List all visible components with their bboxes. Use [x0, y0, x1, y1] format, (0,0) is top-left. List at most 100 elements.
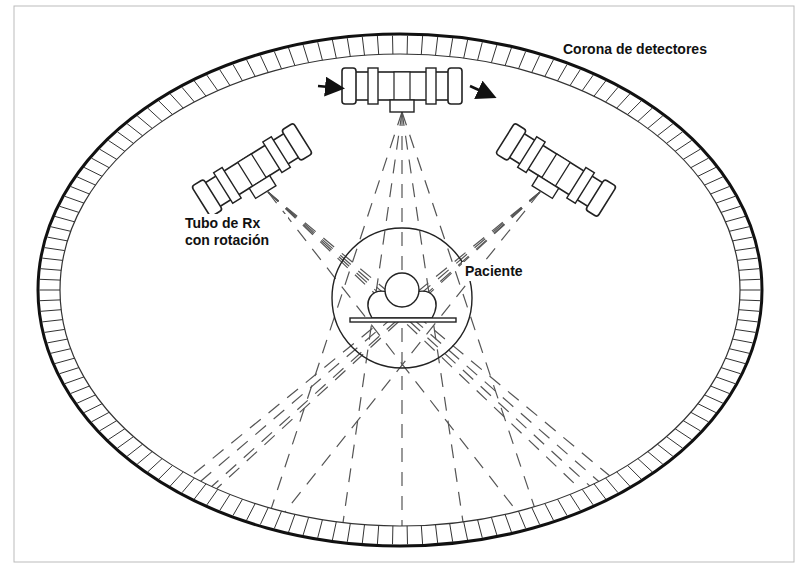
detector-cell [478, 520, 483, 538]
detector-cell [318, 42, 323, 60]
detector-cell [726, 216, 746, 221]
detector-cell [450, 38, 453, 56]
detector-cell [65, 377, 84, 384]
detector-cell [698, 167, 716, 176]
detector-cell [705, 395, 723, 403]
detector-cell [260, 508, 268, 525]
detector-cell [739, 269, 759, 271]
detector-cell [739, 310, 759, 312]
detector-cell [505, 514, 511, 532]
xray-beam [268, 192, 517, 512]
detector-cell [691, 412, 709, 422]
gantry-opening [332, 228, 472, 368]
detector-cell [118, 132, 134, 144]
detector-cell [159, 101, 173, 115]
detector-cell [478, 42, 483, 60]
detector-cell [137, 452, 152, 465]
xray-beam [268, 192, 599, 482]
detector-cell [436, 525, 438, 543]
detector-cell [606, 87, 618, 102]
detector-cell [638, 108, 652, 121]
detector-cell [92, 412, 110, 422]
detector-cell [711, 386, 730, 394]
detector-cell [51, 349, 71, 354]
detector-cell [570, 70, 580, 86]
detector-cell [570, 494, 580, 510]
detector-cell [77, 395, 95, 403]
detector-cell [318, 520, 323, 538]
detector-cell [377, 36, 378, 55]
detector-cell [127, 444, 143, 456]
detector-cell [233, 499, 243, 515]
detector-cell [137, 116, 152, 129]
detector-cell [71, 187, 90, 195]
detector-cell [729, 349, 749, 354]
detector-cell [84, 404, 102, 413]
detector-cell [127, 124, 143, 136]
detector-cell [648, 116, 663, 129]
rotation-arrow [470, 86, 492, 96]
detector-cell [657, 444, 673, 456]
detector-cell [42, 320, 62, 322]
detector-cell [392, 526, 393, 545]
detector-cell [51, 227, 71, 232]
detector-cell [733, 339, 753, 343]
detector-cell [332, 40, 336, 58]
detector-cell [726, 358, 746, 363]
detector-cell [347, 38, 350, 56]
detector-cell [464, 522, 468, 540]
detector-cell [698, 404, 716, 413]
part-label: Paciente [462, 262, 526, 281]
detector-cell [617, 472, 630, 486]
detector-cell [100, 421, 117, 431]
detector-cell [407, 526, 408, 545]
detector-cell [667, 437, 683, 449]
detector-cell [729, 227, 749, 232]
detector-cell [683, 421, 700, 431]
detector-cell [740, 279, 761, 281]
detector-cell [464, 40, 468, 58]
detector-cell [558, 499, 568, 515]
detector-cell [92, 158, 110, 168]
detector-cell [582, 75, 593, 91]
detector-cell [108, 140, 125, 151]
detector-cell [594, 484, 606, 499]
detector-cell [691, 158, 709, 168]
detector-cell [40, 290, 61, 291]
detector-cell [118, 437, 134, 449]
detector-cell [362, 525, 364, 543]
detector-cell [735, 248, 755, 251]
detector-cell [303, 45, 309, 63]
detector-cell [274, 52, 281, 69]
detector-cell [705, 177, 723, 185]
detector-cell [47, 237, 67, 241]
detector-cell [233, 65, 243, 81]
detector-cell [207, 489, 218, 505]
detector-cell [84, 167, 102, 176]
part-label: Tubo de Rx con rotación [182, 214, 288, 250]
detector-cell [740, 299, 761, 301]
detector-cell [545, 60, 554, 77]
detector-cell [721, 206, 740, 212]
detector-cell [617, 94, 630, 108]
detector-cell [675, 429, 692, 440]
detector-cell [77, 177, 95, 185]
detector-cell [148, 108, 162, 121]
detector-cell [41, 269, 61, 271]
detector-cell [194, 81, 206, 96]
detector-cell [148, 459, 162, 472]
detector-cell [450, 524, 453, 542]
xray-tube [491, 123, 616, 224]
detector-cell [207, 75, 218, 91]
detector-cell [182, 478, 194, 493]
detector-cell [170, 472, 183, 486]
detector-cell [100, 149, 117, 159]
detector-cell [55, 216, 75, 221]
detector-cell [675, 140, 692, 151]
detector-cell [740, 290, 761, 291]
detector-cell [182, 87, 194, 102]
detector-cell [170, 94, 183, 108]
detector-cell [274, 511, 281, 528]
detector-cell [421, 526, 422, 545]
